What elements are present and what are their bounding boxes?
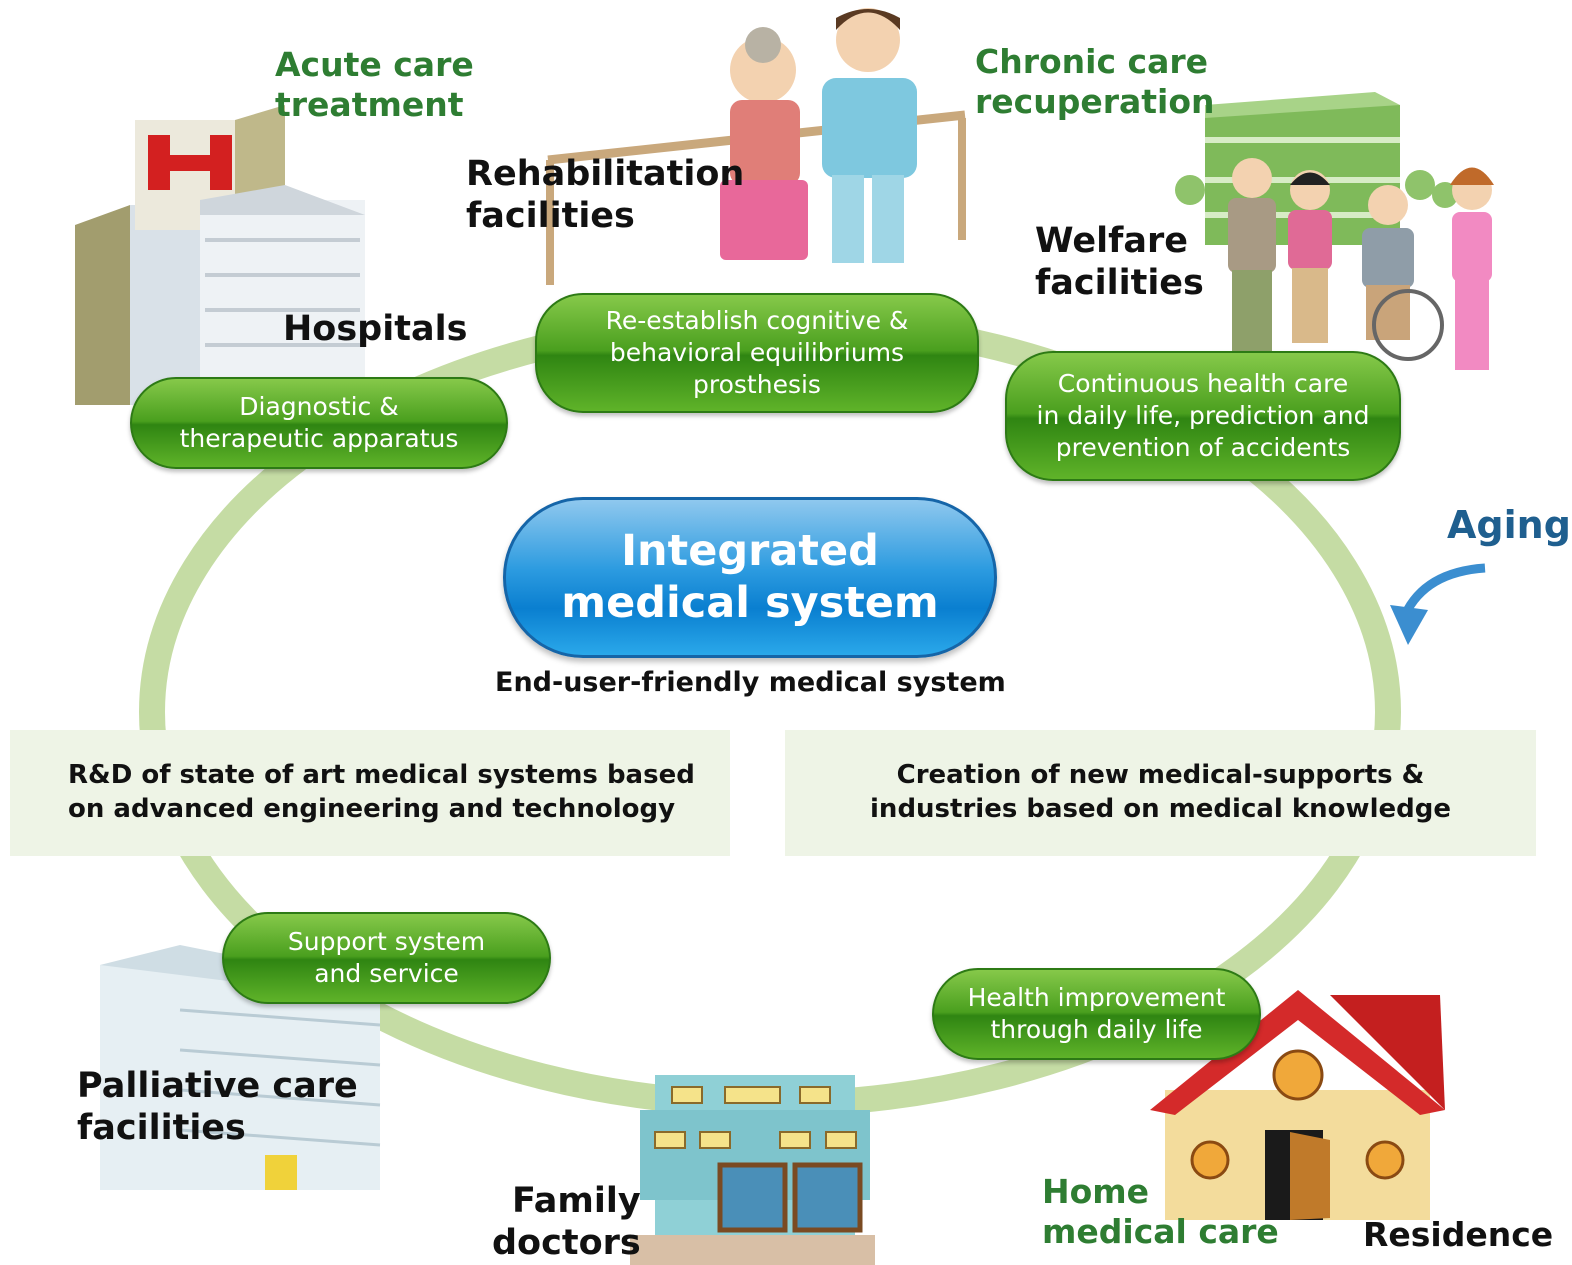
hospital-building-icon — [75, 105, 365, 405]
center-subtitle: End-user-friendly medical system — [495, 667, 1006, 698]
palliative-label: Palliative care facilities — [77, 1066, 358, 1148]
chronic-care-label: Chronic care recuperation — [975, 42, 1215, 121]
continuous-care-pill: Continuous health care in daily life, pr… — [1005, 351, 1401, 481]
diagnostic-pill: Diagnostic & therapeutic apparatus — [130, 377, 508, 469]
support-pill: Support system and service — [222, 912, 551, 1004]
health-improvement-pill: Health improvement through daily life — [932, 968, 1261, 1060]
welfare-label: Welfare facilities — [1035, 221, 1204, 303]
family-doctors-clinic-icon — [630, 1075, 875, 1265]
residence-house-icon — [1150, 990, 1445, 1220]
hospitals-label: Hospitals — [283, 309, 468, 349]
rehabilitation-label: Rehabilitation facilities — [466, 154, 745, 236]
family-doctors-label: Family doctors — [492, 1181, 641, 1263]
aging-arrow-icon — [1390, 563, 1486, 645]
aging-label: Aging — [1447, 503, 1571, 547]
rehabilitation-scene-icon — [546, 8, 966, 285]
home-care-label: Home medical care — [1042, 1172, 1279, 1251]
creation-band: Creation of new medical-supports & indus… — [785, 730, 1536, 856]
residence-label: Residence — [1363, 1215, 1554, 1254]
rd-band: R&D of state of art medical systems base… — [10, 730, 730, 856]
reestablish-pill: Re-establish cognitive & behavioral equi… — [535, 293, 979, 413]
welfare-facility-scene-icon — [1175, 92, 1494, 370]
acute-care-label: Acute care treatment — [275, 45, 474, 124]
integrated-medical-system-title: Integrated medical system — [503, 497, 997, 658]
